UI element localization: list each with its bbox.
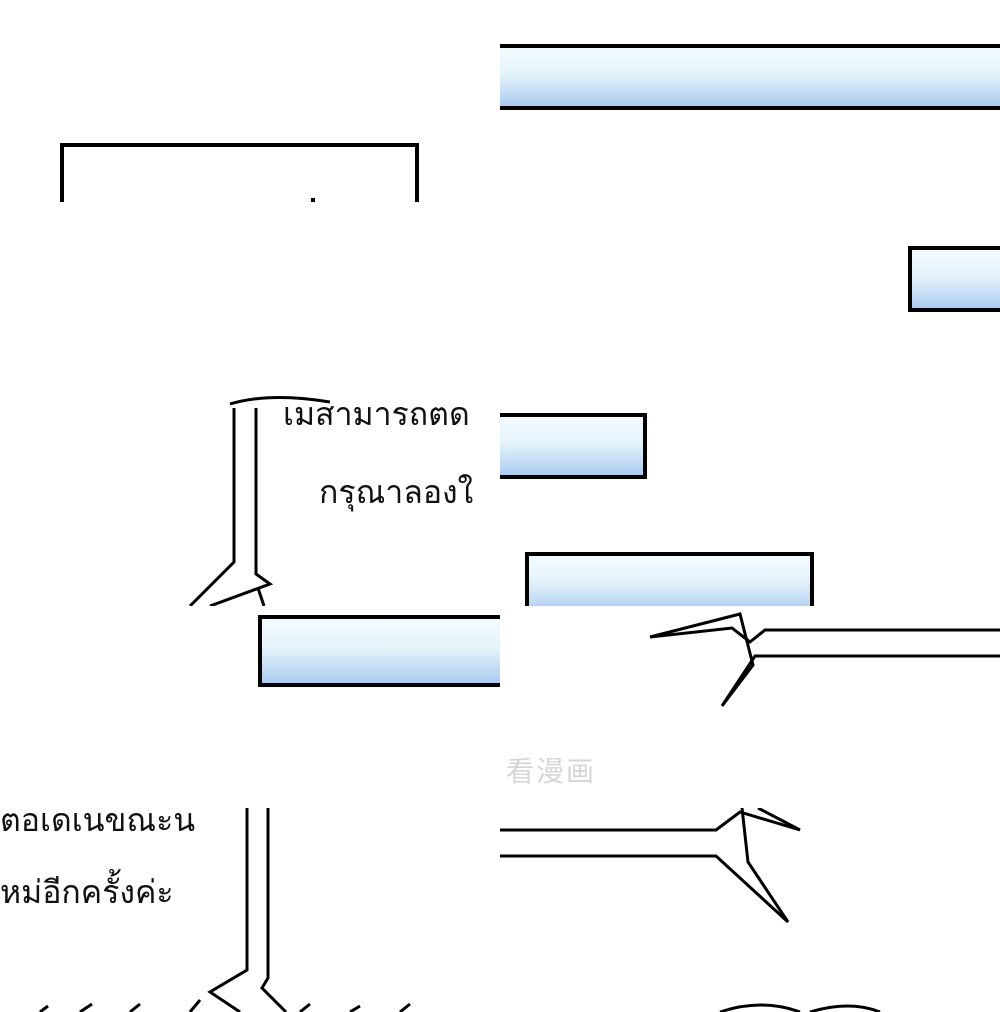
sky-panel-lower: [258, 615, 500, 687]
sky-panel-top: [500, 44, 1000, 110]
speech-bubble-tail-right: [649, 612, 1000, 707]
tile-middle-left: เมสามารถตด กรุณาลองใ: [0, 202, 500, 606]
tile-lower-left: [0, 606, 500, 808]
watermark-text: 看漫画: [506, 755, 597, 788]
tile-middle-right: [500, 202, 1000, 606]
bubble-text-line1-left: เมสามารถตด: [283, 395, 470, 433]
bubble-text-line1-right: ตอเดเนขณะน: [0, 808, 196, 839]
speech-bubble-outline-left: [188, 395, 331, 606]
speech-bubble-outline-bottom: [39, 808, 411, 1012]
tile-top-right: [500, 0, 1000, 202]
bubble-text-line2-right: หม่อีกครั้งค่ะ: [0, 873, 174, 911]
sky-panels-middle: [500, 246, 1000, 606]
tile-bottom-left: ตอเดเนขณะน หม่อีกครั้งค่ะ: [0, 808, 500, 1012]
bubble-text-line2-left: กรุณาลองใ: [319, 473, 474, 511]
panel-frame-partial: [60, 143, 419, 202]
speech-bubble-tail-bottom: [500, 808, 881, 1012]
tile-top-left: [0, 0, 500, 202]
tile-bottom-right: [500, 808, 1000, 1012]
tile-lower-right: 看漫画: [500, 606, 1000, 808]
